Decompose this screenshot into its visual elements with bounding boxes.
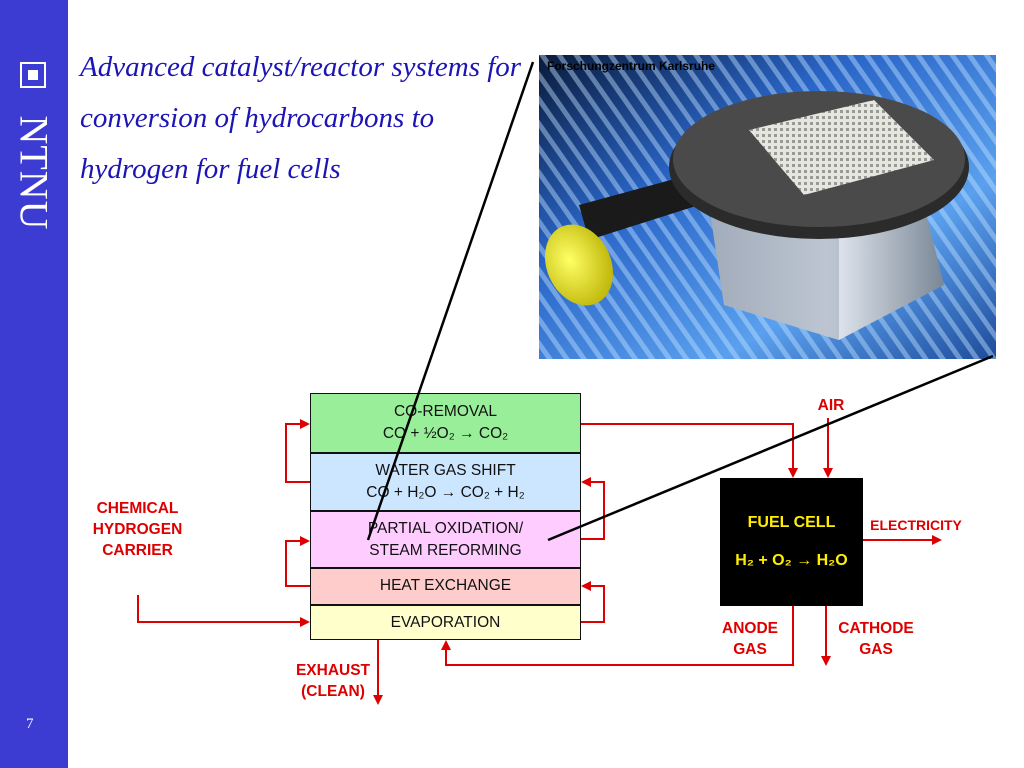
anode-gas-line-2: GAS [733,641,767,658]
slide-title: Advanced catalyst/reactor systems for co… [80,51,522,185]
fuel-cell-equation: H₂ + O₂ → H₂O [735,552,848,569]
microreactor-illustration [539,55,996,359]
evaporation-box: EVAPORATION [310,605,581,640]
water-gas-shift-label: WATER GAS SHIFT [375,462,516,479]
exhaust-line-1: EXHAUST [295,662,371,679]
partial-oxidation-label-2: STEAM REFORMING [369,542,522,559]
page-number: 7 [26,716,34,732]
microreactor-photo: Forschungzentrum Karlsruhe [539,55,996,359]
cathode-gas-line-1: CATHODE [838,620,914,637]
exhaust-line-2: (CLEAN) [301,683,365,700]
anode-gas-line-1: ANODE [722,620,778,637]
photo-credit: Forschungzentrum Karlsruhe [547,59,716,73]
chemical-carrier-line-1: CHEMICAL [96,500,179,517]
co-removal-box: CO-REMOVAL CO + ½O₂ → CO₂ [310,393,581,453]
evaporation-label: EVAPORATION [390,614,501,631]
water-gas-shift-box: WATER GAS SHIFT CO + H₂O → CO₂ + H₂ [310,453,581,511]
hydrogen-feed-arrow [581,423,798,478]
cathode-gas-line-2: GAS [859,641,893,658]
co-removal-label: CO-REMOVAL [393,403,498,420]
chemical-carrier-line-2: HYDROGEN [92,521,183,538]
anode-gas-label: ANODE GAS [706,618,794,660]
chemical-carrier-label: CHEMICAL HYDROGEN CARRIER [70,498,205,561]
water-gas-shift-equation: CO + H₂O → CO₂ + H₂ [366,484,525,501]
carrier-feed-arrow [137,595,310,627]
electricity-label: ELECTRICITY [870,517,962,533]
chemical-carrier-line-3: CARRIER [102,542,173,559]
heat-exchange-box: HEAT EXCHANGE [310,568,581,605]
air-label: AIR [817,397,845,414]
exhaust-label: EXHAUST (CLEAN) [280,660,386,702]
fuel-cell-box: FUEL CELL H₂ + O₂ → H₂O [720,478,863,606]
loop-arrow-heat-exchange [581,581,605,623]
co-removal-equation: CO + ½O₂ → CO₂ [382,425,509,442]
callout-line-left [366,61,535,541]
loop-arrow-water-gas-shift [581,477,605,540]
callout-line-right [547,354,994,542]
sidebar: NTNU 7 [0,0,68,768]
loop-arrow-co-removal [285,419,310,483]
cathode-gas-label: CATHODE GAS [820,618,932,660]
partial-oxidation-box: PARTIAL OXIDATION/ STEAM REFORMING [310,511,581,568]
anode-gas-return-arrow [441,606,794,666]
partial-oxidation-label-1: PARTIAL OXIDATION/ [367,520,524,537]
heat-exchange-label: HEAT EXCHANGE [379,577,512,594]
loop-arrow-partial-oxidation [285,536,310,587]
fuel-cell-label: FUEL CELL [747,514,836,531]
ntnu-logo-icon [20,62,46,88]
